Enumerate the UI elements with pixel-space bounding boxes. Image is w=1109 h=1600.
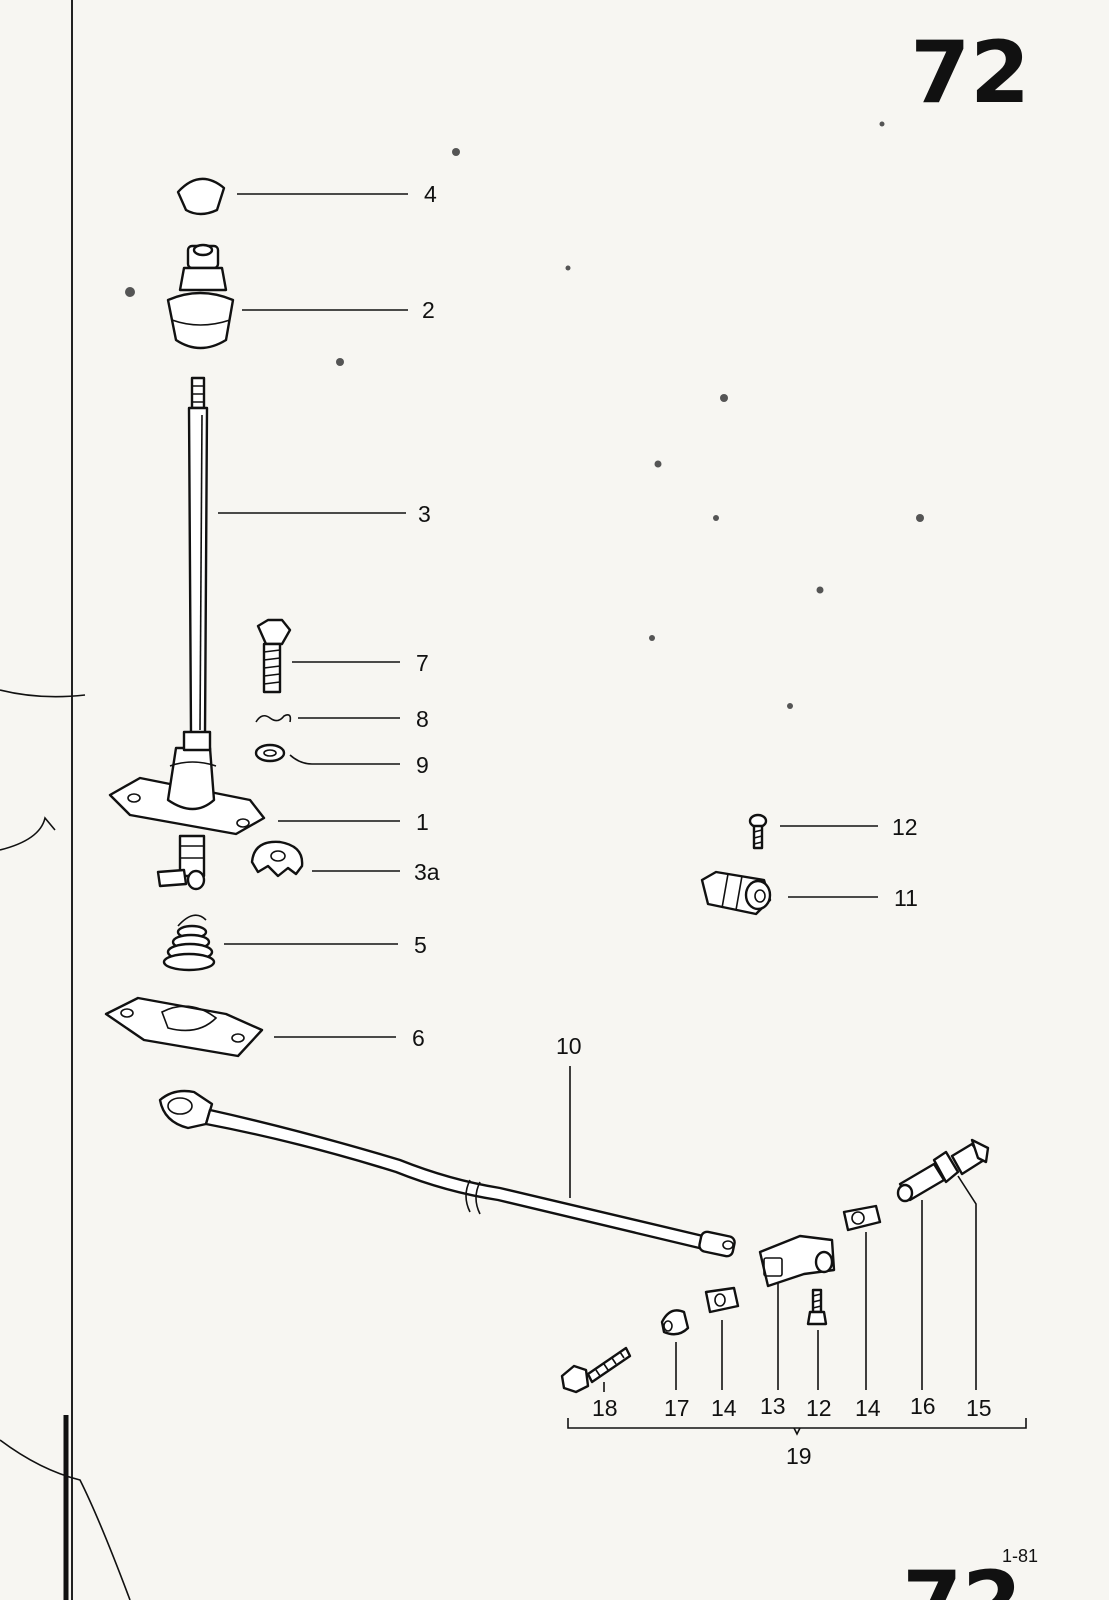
callout-18: 18 <box>592 1395 618 1421</box>
part-2-boot-illustration <box>166 243 235 350</box>
part-3a-stop-plate-illustration <box>250 840 304 878</box>
leader-line-9 <box>289 754 400 765</box>
callout-1: 1 <box>416 809 429 835</box>
part-9-washer-illustration <box>254 743 286 763</box>
part-1-lever-housing-illustration <box>108 730 266 836</box>
part-13-coupling-illustration <box>758 1234 836 1288</box>
callout-7: 7 <box>416 650 429 676</box>
callout-13: 13 <box>760 1393 786 1419</box>
callout-17: 17 <box>664 1395 690 1421</box>
callout-5: 5 <box>414 932 427 958</box>
part-16-15-pivot-pin-illustration <box>896 1138 990 1203</box>
part-18-bolt-illustration <box>560 1346 632 1394</box>
kit-bracket-19-notch <box>793 1427 801 1436</box>
part-7-bolt-illustration <box>256 618 292 694</box>
lever-lower-shaft-illustration <box>156 834 206 891</box>
callout-16: 16 <box>910 1393 936 1419</box>
part-10-shift-rod-illustration <box>158 1089 736 1258</box>
print-specks <box>125 121 924 709</box>
margin-mark-top <box>0 689 86 698</box>
callout-11: 11 <box>894 885 918 911</box>
callout-3: 3 <box>418 501 431 527</box>
part-17-bushing-illustration <box>660 1309 690 1336</box>
callout-14-left: 14 <box>711 1395 737 1421</box>
callout-10: 10 <box>556 1033 582 1059</box>
part-6-gasket-plate-illustration <box>104 996 264 1058</box>
part-14-left-insert-illustration <box>704 1286 740 1314</box>
callout-19: 19 <box>786 1443 812 1469</box>
part-4-knob-illustration <box>176 177 226 216</box>
next-page-number-partial: 72 <box>902 1553 1022 1600</box>
part-8-spring-washer-illustration <box>255 714 292 723</box>
torn-edge <box>0 1439 131 1600</box>
margin-mark-middle <box>0 816 56 851</box>
date-code: 1-81 <box>1002 1546 1038 1566</box>
part-3-gearshift-lever-illustration <box>187 376 209 737</box>
callout-12-upper: 12 <box>892 814 918 840</box>
callout-2: 2 <box>422 297 435 323</box>
callout-12-lower: 12 <box>806 1395 832 1421</box>
callout-3a: 3a <box>414 859 440 885</box>
callout-6: 6 <box>412 1025 425 1051</box>
callout-9: 9 <box>416 752 429 778</box>
part-14-right-insert-illustration <box>842 1204 882 1232</box>
part-11-bushing-illustration <box>700 870 772 916</box>
callout-15: 15 <box>966 1395 992 1421</box>
part-12-lower-screw-illustration <box>806 1288 828 1326</box>
kit-bracket-19 <box>567 1418 1027 1429</box>
callout-8: 8 <box>416 706 429 732</box>
leader-line-15 <box>957 1175 977 1390</box>
callout-4: 4 <box>424 181 437 207</box>
callout-14-right: 14 <box>855 1395 881 1421</box>
part-5-spring-illustration <box>162 914 216 972</box>
part-12-upper-screw-illustration <box>748 813 768 850</box>
page-number: 72 <box>910 23 1030 123</box>
